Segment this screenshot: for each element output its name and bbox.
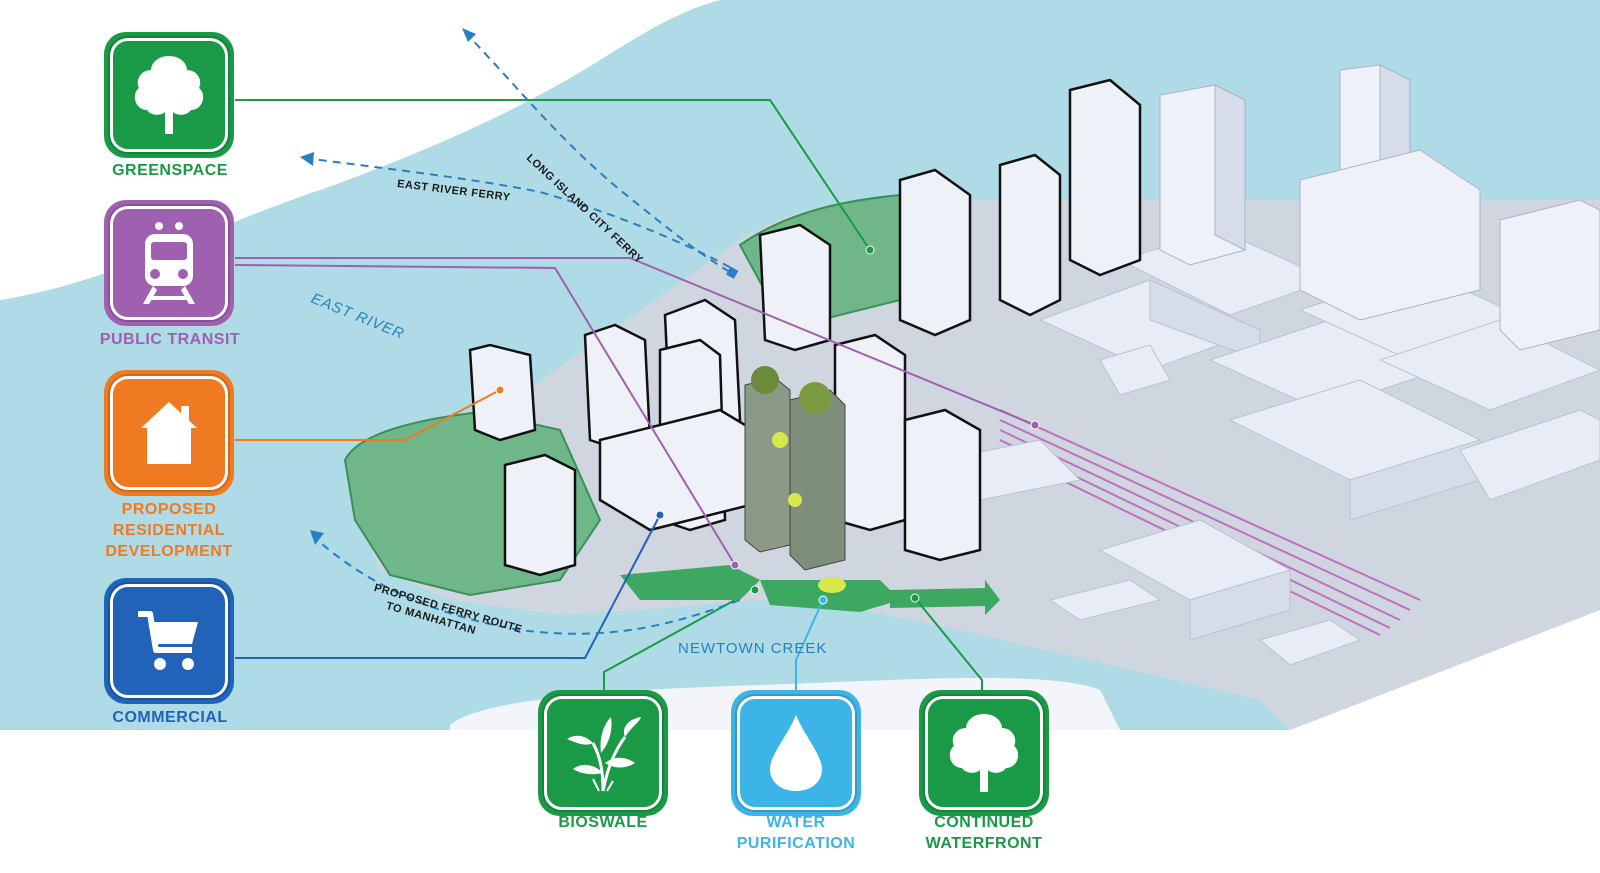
transit-leader-1: [234, 264, 736, 566]
bioswale-leader: [603, 599, 736, 690]
ferry-routes: [304, 31, 741, 635]
east-river-ferry-route: [304, 157, 736, 271]
commercial-leader: [235, 514, 661, 659]
green-tower: [744, 366, 846, 593]
proposed-residential-towers: [468, 78, 1142, 577]
continued-waterfront-tile: [925, 696, 1043, 810]
ferry-arrowheads: [300, 28, 476, 545]
public-transit-label: PUBLIC TRANSIT: [99, 331, 241, 348]
bioswale-tile: [544, 696, 662, 810]
continued-waterfront-label: CONTINUED WATERFRONT: [925, 814, 1043, 852]
tree-icon: [134, 56, 204, 134]
water-drop-icon: [770, 715, 822, 791]
ferry-terminal-icon: [726, 266, 739, 279]
newtown-creek-label: NEWTOWN CREEK: [678, 640, 828, 657]
proposed-ferry-route: [311, 534, 741, 635]
public-transit-tile: [110, 206, 228, 320]
water-leader: [795, 599, 824, 690]
leader-lines: [234, 99, 1036, 690]
greenspace-tile: [110, 38, 228, 152]
bioswale-label: BIOSWALE: [558, 814, 648, 831]
house-icon: [141, 402, 197, 464]
transit-leader-2: [235, 257, 1036, 426]
leader-dots: [495, 245, 1040, 605]
continued-waterfront-arrow: [890, 580, 1000, 615]
plant-icon: [567, 717, 641, 792]
residential-leader: [235, 389, 501, 441]
waterfront-leader: [914, 597, 983, 690]
residential-label: PROPOSED RESIDENTIAL DEVELOPMENT: [105, 501, 233, 560]
residential-tile: [110, 376, 228, 490]
tree-icon: [949, 714, 1019, 792]
greenspace-label: GREENSPACE: [112, 162, 228, 179]
water-purification-label: WATER PURIFICATION: [736, 814, 856, 852]
commercial-label: COMMERCIAL: [112, 709, 228, 726]
bioswale-strip: [620, 565, 760, 600]
background-towers: [1159, 64, 1600, 351]
water-purification-tile: [737, 696, 855, 810]
greenspace-leader: [235, 99, 871, 251]
shopping-cart-icon: [138, 611, 198, 670]
train-icon: [143, 222, 195, 304]
waterfront-strip: [760, 580, 900, 612]
commercial-tile: [110, 584, 228, 698]
